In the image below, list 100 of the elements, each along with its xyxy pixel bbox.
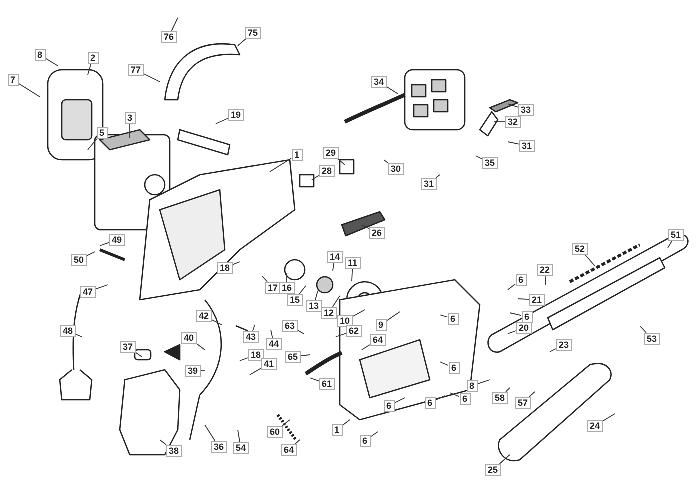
callout-number: 35: [482, 157, 498, 169]
leader-line: [204, 424, 216, 442]
callout-number: 53: [644, 333, 660, 345]
leader-line: [96, 284, 108, 290]
leader-line: [18, 83, 40, 98]
leader-line: [602, 414, 616, 422]
leader-line: [508, 284, 516, 290]
leader-line: [262, 276, 268, 282]
leader-line: [212, 320, 222, 326]
leader-line: [286, 272, 288, 282]
leader-line: [668, 240, 673, 248]
callout-number: 6: [424, 397, 436, 409]
leader-line: [100, 242, 110, 246]
callout-number: 18: [248, 349, 264, 361]
callout-number: 2: [88, 52, 99, 64]
leader-line: [76, 334, 82, 338]
callout-number: 34: [371, 76, 388, 88]
leader-line: [270, 158, 292, 172]
leader-line: [300, 354, 310, 356]
callout-number: 50: [71, 254, 88, 266]
callout-number: 6: [448, 362, 460, 374]
leader-line: [336, 333, 346, 338]
callout-number: 13: [306, 300, 322, 312]
callout-number: 57: [515, 397, 532, 409]
leader-line: [506, 388, 510, 392]
callout-number: 61: [319, 378, 336, 390]
callout-number: 6: [360, 435, 371, 447]
callout-number: 62: [346, 325, 362, 337]
leader-line: [384, 160, 388, 164]
callout-number: 48: [60, 325, 76, 337]
callout-number: 37: [120, 341, 136, 353]
callout-number: 36: [211, 441, 228, 453]
leader-line: [450, 392, 460, 398]
callout-number: 5: [96, 127, 108, 139]
callout-number: 22: [537, 264, 554, 276]
leader-line: [250, 368, 262, 376]
leader-line: [477, 380, 490, 385]
leader-line: [299, 286, 306, 294]
leader-line: [529, 392, 536, 398]
callout-number: 25: [485, 464, 502, 476]
callout-number: 44: [266, 338, 282, 350]
callout-number: 47: [80, 286, 96, 298]
callout-number: 51: [668, 229, 684, 241]
leader-line: [640, 326, 647, 334]
leader-line: [160, 440, 167, 446]
leader-line: [136, 352, 142, 358]
callout-number: 33: [518, 104, 534, 116]
leader-line: [499, 454, 510, 464]
callout-number: 76: [161, 31, 178, 43]
callout-number: 21: [529, 294, 546, 306]
callout-number: 39: [185, 365, 202, 377]
leader-line: [282, 420, 290, 426]
callout-number: 77: [128, 64, 144, 76]
leader-line: [508, 142, 520, 145]
leader-line: [171, 18, 178, 32]
leader-line: [298, 330, 304, 334]
callout-number: 31: [519, 140, 536, 152]
callout-number: 63: [282, 320, 298, 332]
callout-number: 8: [466, 380, 478, 392]
leader-line: [332, 262, 335, 272]
callout-number: 1: [292, 149, 303, 161]
callout-number: 52: [572, 243, 588, 255]
leader-line: [196, 344, 206, 350]
leader-line: [88, 64, 92, 76]
leader-line: [332, 296, 340, 308]
callout-number: 6: [384, 400, 395, 412]
leader-line: [232, 262, 240, 266]
leader-line: [86, 252, 96, 256]
callout-number: 26: [369, 227, 386, 239]
leader-line: [338, 158, 346, 166]
callout-number: 41: [261, 358, 278, 370]
leader-line: [436, 174, 440, 178]
callout-number: 64: [281, 444, 298, 456]
leader-line: [238, 430, 240, 442]
leader-line: [295, 440, 300, 444]
callout-number: 6: [516, 274, 527, 286]
callout-number: 12: [321, 307, 338, 319]
leader-line: [386, 312, 400, 322]
callout-number: 28: [319, 165, 336, 177]
callout-number: 58: [492, 392, 508, 404]
leader-line: [352, 310, 366, 318]
leader-line: [310, 378, 320, 382]
callout-number: 6: [448, 313, 459, 325]
callout-number: 60: [267, 426, 284, 438]
leader-line: [550, 348, 556, 352]
callout-number: 15: [287, 294, 304, 306]
leader-line: [342, 420, 350, 426]
leader-line: [518, 298, 530, 300]
callout-number: 1: [332, 424, 343, 436]
leader-line: [362, 344, 370, 350]
leader-line: [362, 224, 370, 230]
callout-number: 24: [587, 420, 604, 432]
callout-number: 49: [109, 234, 126, 246]
leader-line: [312, 175, 320, 180]
leader-line: [200, 370, 206, 372]
callout-number: 30: [388, 163, 404, 175]
callout-number: 16: [279, 282, 296, 294]
callout-number: 31: [421, 178, 438, 190]
callout-number: 75: [245, 27, 262, 39]
callout-number: 65: [285, 351, 302, 363]
